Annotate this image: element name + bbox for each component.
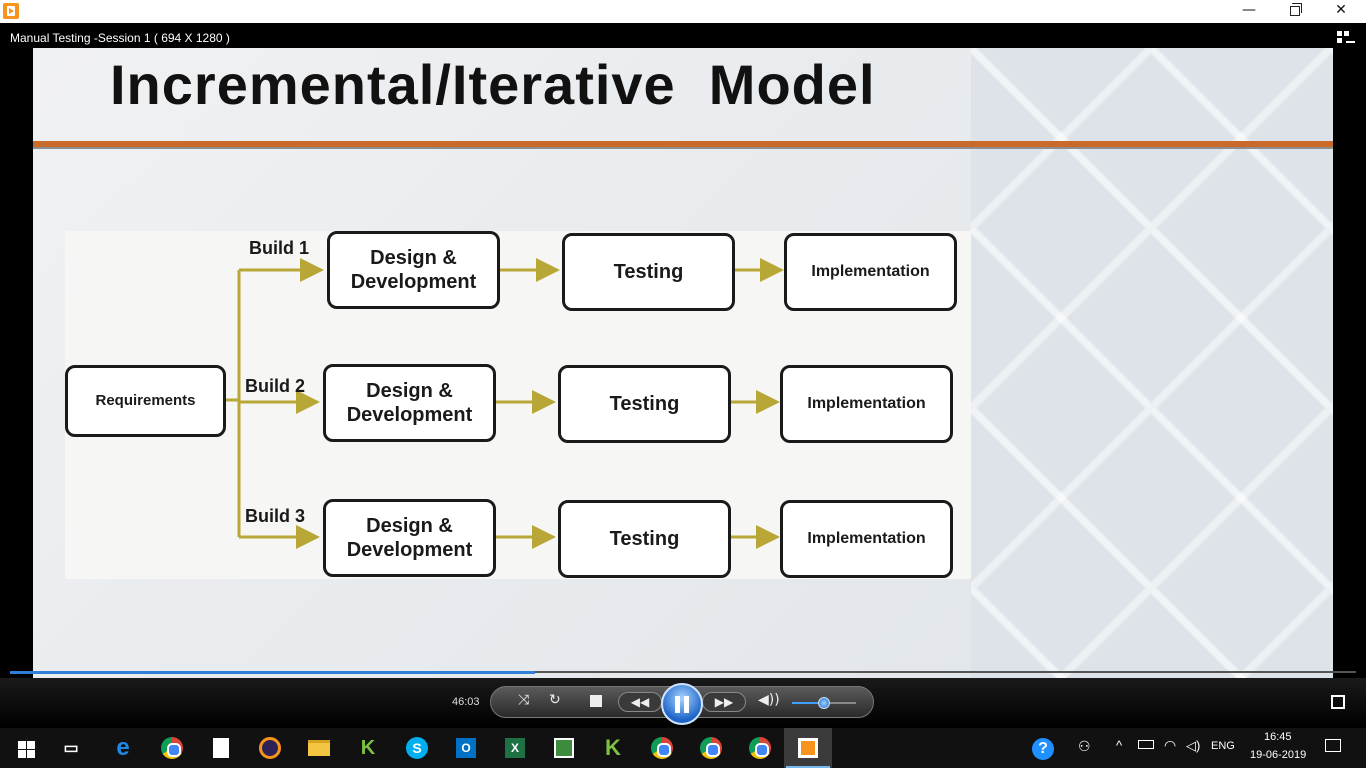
player-controls: 46:03 ⤨ ↻ ◀◀ ▶▶ ◀)): [0, 678, 1366, 728]
switch-to-now-playing-icon[interactable]: [1331, 695, 1345, 709]
build-1-implementation-box: Implementation: [784, 233, 957, 311]
file-explorer-icon[interactable]: [305, 734, 333, 762]
mute-icon[interactable]: ◀)): [758, 692, 780, 708]
chrome-2-icon[interactable]: [648, 734, 676, 762]
skype-icon[interactable]: S: [403, 734, 431, 762]
app-k-icon[interactable]: K: [360, 736, 376, 759]
shuffle-icon[interactable]: ⤨: [518, 692, 530, 708]
volume-slider-fill: [792, 702, 824, 704]
excel-icon[interactable]: X: [501, 734, 529, 762]
people-icon[interactable]: ⚇: [1078, 738, 1091, 754]
chrome-3-icon[interactable]: [697, 734, 725, 762]
app-k2-icon[interactable]: K: [605, 735, 621, 760]
next-button[interactable]: ▶▶: [702, 692, 746, 712]
build-3-implementation-box: Implementation: [780, 500, 953, 578]
build-3-testing-box: Testing: [558, 500, 731, 578]
slide-decorative-pattern: [971, 48, 1333, 726]
clock-date[interactable]: 19-06-2019: [1250, 749, 1307, 761]
title-underline: [33, 141, 1333, 149]
build-3-design-box: Design & Development: [323, 499, 496, 577]
build-1-testing-box: Testing: [562, 233, 735, 311]
action-center-icon[interactable]: [1325, 739, 1341, 752]
volume-tray-icon[interactable]: ◁): [1186, 738, 1201, 753]
help-icon[interactable]: ?: [1032, 738, 1054, 760]
task-view-icon[interactable]: ▭: [63, 740, 79, 757]
seek-bar-progress[interactable]: [10, 671, 535, 674]
previous-button[interactable]: ◀◀: [618, 692, 662, 712]
build-2-design-box: Design & Development: [323, 364, 496, 442]
battery-icon[interactable]: [1138, 740, 1154, 749]
notepad-icon[interactable]: [207, 734, 235, 762]
diagram-connectors: [225, 258, 784, 549]
slide-title: Incremental/Iterative Model: [110, 53, 876, 116]
media-player-taskbar-button[interactable]: [784, 728, 832, 768]
build-1-label: Build 1: [249, 238, 310, 258]
build-1-design-box: Design & Development: [327, 231, 500, 309]
outlook-icon[interactable]: O: [452, 734, 480, 762]
build-2-testing-box: Testing: [558, 365, 731, 443]
chrome-icon[interactable]: [158, 734, 186, 762]
build-2-label: Build 2: [245, 376, 306, 396]
switch-to-library-icon[interactable]: [1337, 31, 1355, 49]
seek-bar[interactable]: [10, 671, 1356, 673]
wifi-icon[interactable]: ◠: [1164, 737, 1177, 753]
show-hidden-icons-icon[interactable]: ^: [1116, 738, 1123, 753]
pause-icon-bar-right: [684, 696, 689, 713]
stop-icon[interactable]: [590, 695, 602, 707]
edge-icon[interactable]: e: [116, 734, 130, 761]
pause-button[interactable]: [661, 683, 703, 725]
build-2-implementation-box: Implementation: [780, 365, 953, 443]
restore-button[interactable]: [1272, 0, 1318, 23]
language-indicator[interactable]: ENG: [1211, 740, 1235, 752]
elapsed-time: 46:03: [452, 696, 480, 708]
volume-slider-knob[interactable]: [818, 697, 830, 709]
media-player-app-icon: [3, 3, 19, 19]
video-frame-slide: Incremental/Iterative Model: [33, 48, 1333, 726]
build-3-label: Build 3: [245, 506, 306, 526]
video-player[interactable]: Manual Testing -Session 1 ( 694 X 1280 )…: [0, 23, 1366, 728]
repeat-icon[interactable]: ↻: [549, 692, 561, 708]
windows-taskbar: ▭ e K S O X K ? ⚇ ^ ◠ ◁) ENG 16:45 19-06…: [0, 728, 1366, 768]
video-title: Manual Testing -Session 1 ( 694 X 1280 ): [10, 31, 230, 45]
minimize-button[interactable]: —: [1242, 2, 1256, 18]
media-player-icon: [794, 734, 822, 762]
clock-time[interactable]: 16:45: [1264, 731, 1292, 743]
windows-start-icon[interactable]: [12, 734, 40, 762]
window-titlebar: — ✕: [0, 0, 1366, 23]
requirements-box: Requirements: [65, 365, 226, 437]
chrome-4-icon[interactable]: [746, 734, 774, 762]
eclipse-icon[interactable]: [256, 734, 284, 762]
restore-icon: [1290, 3, 1302, 16]
close-button[interactable]: ✕: [1335, 2, 1347, 18]
pause-icon-bar-left: [675, 696, 680, 713]
chart-app-icon[interactable]: [550, 734, 578, 762]
